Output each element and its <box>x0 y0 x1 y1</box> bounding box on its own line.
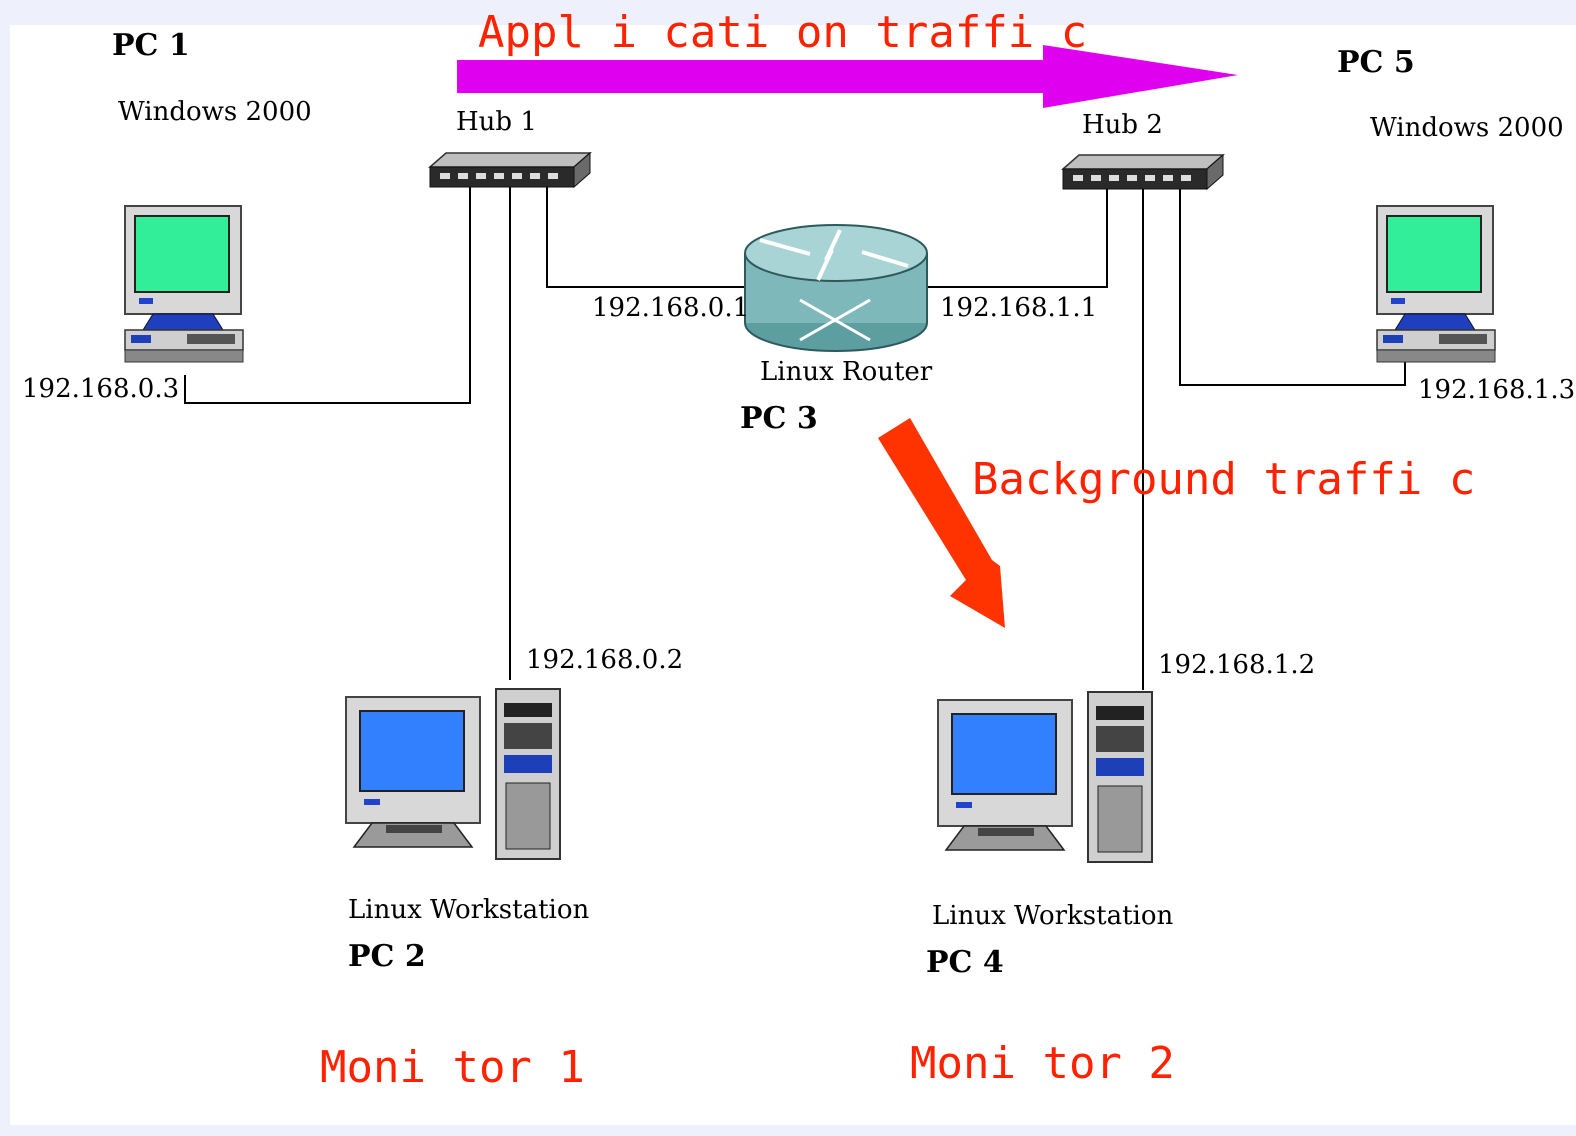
pc-1-ip: 192.168.0.3 <box>22 374 179 404</box>
router-ip-right: 192.168.1.1 <box>940 293 1097 323</box>
router-label: Linux Router <box>760 357 933 387</box>
router-icon <box>744 224 928 352</box>
pc-4-name: PC 4 <box>926 945 1004 980</box>
pc-2-name: PC 2 <box>348 939 426 974</box>
pc-2-ip: 192.168.0.2 <box>526 645 683 675</box>
network-cables <box>184 185 1406 690</box>
pc-5-name: PC 5 <box>1337 45 1415 80</box>
background-traffic-label: Background traffi c <box>972 454 1475 505</box>
background-traffic-arrow <box>878 418 1005 628</box>
application-traffic-label: Appl i cati on traffi c <box>478 7 1087 58</box>
pc-4-label: Linux Workstation <box>932 901 1174 931</box>
hub-1-icon <box>429 152 591 188</box>
pc-1-icon <box>124 205 244 363</box>
application-traffic-arrow <box>457 45 1238 108</box>
hub-2-icon <box>1062 154 1224 190</box>
pc-5-os: Windows 2000 <box>1370 113 1564 143</box>
pc-4-ip: 192.168.1.2 <box>1158 650 1315 680</box>
monitor-1-label: Moni tor 1 <box>320 1042 585 1093</box>
router-pc-name: PC 3 <box>740 401 818 436</box>
pc-5-icon <box>1376 205 1496 363</box>
hub-1-label: Hub 1 <box>456 107 537 137</box>
router-ip-left: 192.168.0.1 <box>592 293 749 323</box>
pc-2-label: Linux Workstation <box>348 895 590 925</box>
pc-4-icon <box>937 691 1153 863</box>
hub-2-label: Hub 2 <box>1082 110 1163 140</box>
pc-1-os: Windows 2000 <box>118 97 312 127</box>
pc-1-name: PC 1 <box>112 28 190 63</box>
monitor-2-label: Moni tor 2 <box>910 1038 1175 1089</box>
pc-5-ip: 192.168.1.3 <box>1418 375 1575 405</box>
pc-2-icon <box>345 688 561 860</box>
